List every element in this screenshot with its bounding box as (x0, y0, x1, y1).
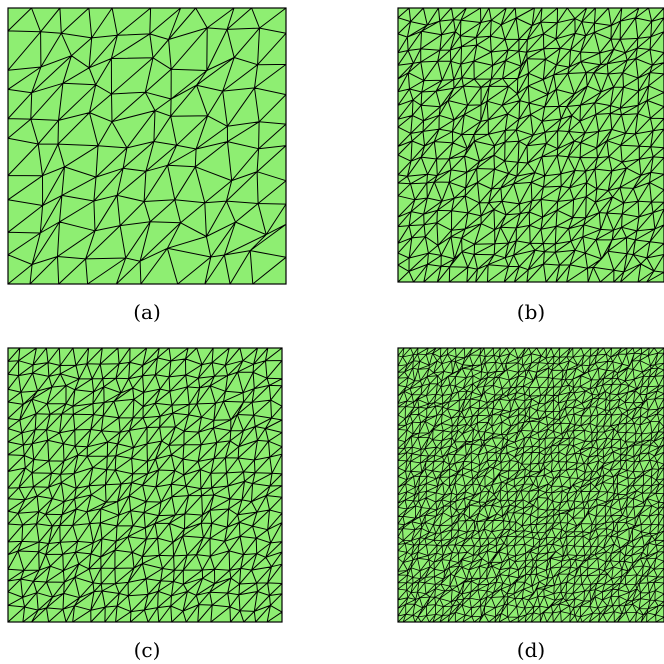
mesh-d (397, 347, 664, 623)
mesh-c-edges (7, 347, 283, 623)
mesh-a-edges (7, 7, 287, 285)
caption-d: (d) (516, 638, 546, 662)
caption-c: (c) (133, 638, 161, 662)
mesh-b-edges (397, 7, 664, 283)
mesh-a (7, 7, 287, 285)
mesh-a-boundary (7, 7, 287, 285)
mesh-panel-b: (b) (397, 7, 664, 324)
caption-b: (b) (516, 300, 546, 324)
mesh-c (7, 347, 283, 623)
caption-a: (a) (133, 300, 161, 324)
mesh-b (397, 7, 664, 283)
mesh-panel-c: (c) (7, 347, 283, 662)
mesh-panel-a: (a) (0, 0, 332, 332)
mesh-d-edges (397, 347, 664, 623)
